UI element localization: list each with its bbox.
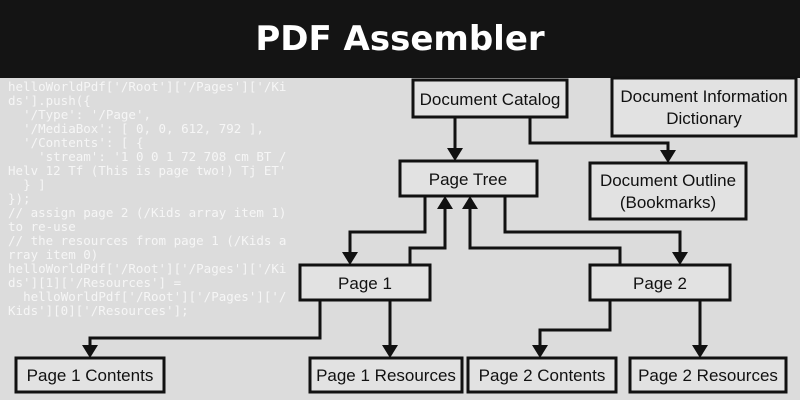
code-line: helloWorldPdf['/Root']['/Pages']['/Kids'… — [8, 261, 287, 290]
arrowhead — [462, 196, 478, 209]
node-label: Document Information — [620, 87, 787, 106]
code-line: }); — [8, 191, 31, 206]
code-line: helloWorldPdf['/Root']['/Pages']['/Kids'… — [8, 289, 287, 318]
node-label: Page 1 — [338, 274, 392, 293]
node-document-information-dictionary: Document Information Dictionary — [610, 76, 798, 138]
arrowhead — [692, 345, 708, 358]
node-page-1-resources: Page 1 Resources — [308, 356, 464, 394]
node-label: (Bookmarks) — [620, 193, 716, 212]
code-line: '/MediaBox': [ 0, 0, 612, 792 ], — [8, 121, 264, 136]
code-line: 'stream': '1 0 0 1 72 708 cm BT /Helv 12… — [8, 149, 287, 178]
node-document-catalog: Document Catalog — [411, 78, 569, 119]
node-label: Page 2 — [633, 274, 687, 293]
arrowhead — [382, 345, 398, 358]
arrowhead — [342, 252, 358, 265]
arrow-page2-to-contents — [538, 300, 612, 346]
code-line: '/Contents': [ { — [8, 135, 144, 150]
arrowhead — [447, 148, 463, 161]
code-line: helloWorldPdf['/Root']['/Pages']['/Kids'… — [8, 79, 287, 108]
code-line: // assign page 2 (/Kids array item 1) to… — [8, 205, 294, 234]
node-label: Page Tree — [429, 170, 507, 189]
node-label: Document Outline — [600, 171, 736, 190]
arrow-page1-to-pagetree — [408, 208, 447, 265]
node-document-outline: Document Outline (Bookmarks) — [588, 161, 748, 221]
arrowhead — [437, 196, 453, 209]
code-line: } ] — [8, 177, 46, 192]
node-label: Dictionary — [666, 109, 742, 128]
node-page-2: Page 2 — [588, 263, 732, 302]
arrowhead — [672, 252, 688, 265]
node-page-2-contents: Page 2 Contents — [466, 356, 618, 394]
arrow-pagetree-to-page1 — [348, 196, 427, 253]
code-line: // the resources from page 1 (/Kids arra… — [8, 233, 287, 262]
header-bar: PDF Assembler — [0, 0, 800, 78]
node-page-1: Page 1 — [298, 263, 432, 302]
background-code: helloWorldPdf['/Root']['/Pages']['/Kids'… — [8, 80, 292, 318]
node-page-1-contents: Page 1 Contents — [14, 356, 166, 394]
node-page-2-resources: Page 2 Resources — [628, 356, 788, 394]
node-label: Document Catalog — [420, 90, 561, 109]
node-page-tree: Page Tree — [398, 159, 539, 198]
node-label: Page 2 Contents — [479, 366, 606, 385]
arrowhead — [532, 345, 548, 358]
arrowhead — [82, 345, 98, 358]
node-label: Page 1 Contents — [27, 366, 154, 385]
arrow-catalog-to-outline — [528, 117, 670, 151]
node-label: Page 1 Resources — [316, 366, 456, 385]
code-line: '/Type': '/Page', — [8, 107, 151, 122]
arrowhead — [660, 150, 676, 163]
connectors — [82, 117, 708, 358]
page-title: PDF Assembler — [255, 19, 545, 59]
arrow-page2-to-pagetree — [468, 208, 622, 265]
arrow-pagetree-to-page2 — [503, 196, 682, 253]
arrow-page1-to-contents — [88, 300, 322, 346]
node-label: Page 2 Resources — [638, 366, 778, 385]
